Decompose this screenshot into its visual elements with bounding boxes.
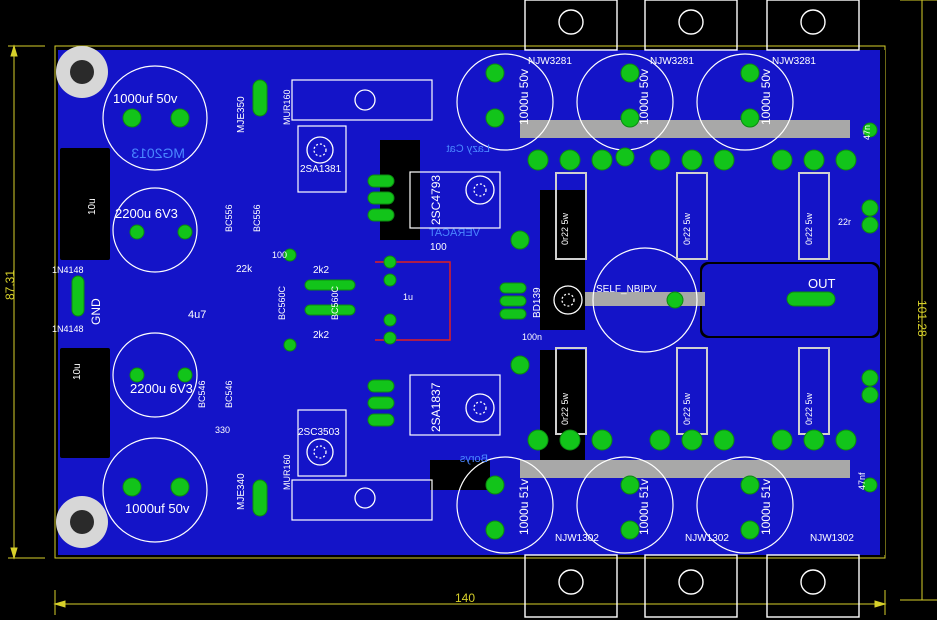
cap-4u7-label: 4u7 [188,309,206,321]
trimmers [306,89,583,509]
cap-1000-51v-b: 1000u 51v [637,479,651,535]
transistor-top-1-label: NJW3281 [528,56,572,67]
transistor-bottom-2-label: NJW1302 [685,533,729,544]
transistor-bottom-3-label: NJW1302 [810,533,854,544]
vas-top-label: 2SA1381 [300,164,342,175]
driver-bottom-label: 2SA1837 [429,382,443,432]
res-022-a: 0r22 5w [560,212,570,245]
cap-1000-50v-c: 1000u 50v [759,69,773,125]
cap-1000-50v-b: 1000u 50v [637,69,651,125]
transistor-top-2-label: NJW3281 [650,56,694,67]
height-left-dimension-label: 87.31 [3,270,17,300]
cap-10u-top-label: 10u [87,198,98,215]
res-022-c: 0r22 5w [804,212,814,245]
power-transistors-bottom [524,554,860,618]
bc-label-1: BC556 [224,204,234,232]
silkscreen-labels: 1000uf 50v 1000uf 50v 2200u 6V3 2200u 6V… [52,56,872,544]
diode-top-label: 1N4148 [52,265,84,275]
self-nbipv-label: SELF_NBIPV [596,284,657,295]
power-transistors-top [524,0,860,51]
bc-label-7: BC546 [197,380,207,408]
oval-pads [71,79,836,517]
cap-1000-51v-c: 1000u 51v [759,479,773,535]
veracat-label: VERACAT [429,227,480,239]
bd139-label: BD139 [532,287,543,318]
height-right-dimension-label: 101.28 [915,300,929,337]
bc-label-8: BC546 [224,380,234,408]
c47n-label: 47n [862,125,872,140]
lazy-cat-label: Lazy Cat [447,143,490,155]
cap-1000-51v-a: 1000u 51v [517,479,531,535]
output-transistor-pads [527,149,857,451]
dimension-lines [8,0,937,615]
bc-label-5: BC560C [277,285,287,320]
bc-label-2: BC556 [252,204,262,232]
mg-label: MG2013 [131,145,185,161]
res-022-e: 0r22 5w [682,392,692,425]
diode-bottom-label: 1N4148 [52,324,84,334]
copper-pour [58,50,880,555]
res-22r-label: 22r [838,217,851,227]
n100-label: 100 [430,242,447,253]
res-100-label: 100 [272,250,287,260]
mur-bottom-label: MUR160 [282,454,292,490]
cap-100n-label: 100n [522,332,542,342]
c47nf-label: 47nf [857,472,867,490]
mje-bottom-label: MJE340 [236,473,247,510]
mur-top-label: MUR160 [282,89,292,125]
cap-2200-top-label: 2200u 6V3 [115,206,178,221]
bottom-layer-labels: MG2013 Lazy Cat Borys VERACAT [131,143,490,465]
width-dimension-label: 140 [455,591,475,605]
cap-1000-bottom-label: 1000uf 50v [125,501,190,516]
res-022-d: 0r22 5w [560,392,570,425]
res-022-f: 0r22 5w [804,392,814,425]
mounting-holes [56,46,108,548]
res-2k2-b-label: 2k2 [313,330,330,341]
cap-10u-bottom-label: 10u [72,363,83,380]
vas-bottom-label: 2SC3503 [298,427,340,438]
res-330-label: 330 [215,425,230,435]
res-022-b: 0r22 5w [682,212,692,245]
cap-1000-top-label: 1000uf 50v [113,91,178,106]
borys-label: Borys [459,453,488,465]
driver-top-label: 2SC4793 [429,175,443,225]
bc-label-6: BC560C [330,285,340,320]
trace-highlights [520,120,850,478]
pads [122,63,879,540]
red-trace [375,261,451,341]
cap-1u-label: 1u [403,292,413,302]
cap-2200-bottom-label: 2200u 6V3 [130,381,193,396]
res-2k2-a-label: 2k2 [313,265,330,276]
mje-top-label: MJE350 [236,96,247,133]
cap-1000-50v-a: 1000u 50v [517,69,531,125]
transistor-top-3-label: NJW3281 [772,56,816,67]
driver-clamps [291,79,501,521]
transistor-bottom-1-label: NJW1302 [555,533,599,544]
gnd-label: GND [89,298,103,325]
res-22k-label: 22k [236,264,253,275]
out-label: OUT [808,276,836,291]
large-caps [102,53,794,554]
